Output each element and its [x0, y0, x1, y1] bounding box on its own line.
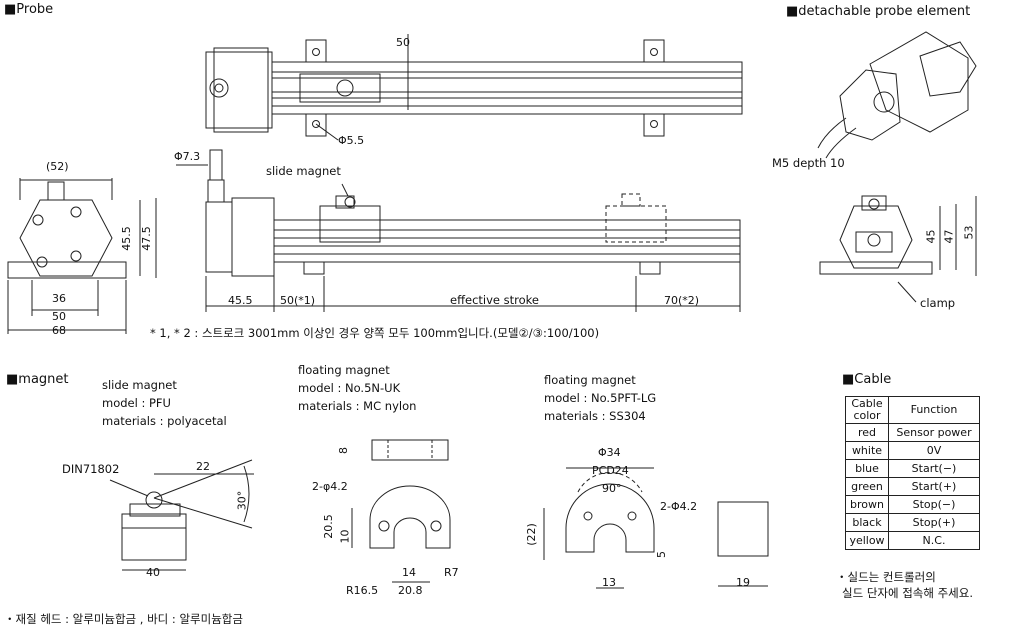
label-effective-stroke: effective stroke: [450, 293, 539, 307]
cable-color: green: [845, 477, 889, 496]
slide-materials: materials : polyacetal: [102, 414, 227, 428]
slide-model: model : PFU: [102, 396, 171, 410]
cable-function: 0V: [888, 441, 980, 460]
section-magnet: ■magnet: [6, 372, 69, 387]
probe-top-view: [205, 34, 743, 141]
slide-d40: 40: [146, 566, 160, 579]
uk-d208: 20.8: [398, 584, 423, 597]
uk-d8: 8: [337, 447, 350, 454]
label-clamp: clamp: [920, 296, 956, 310]
slide-magnet-drawing: [109, 459, 254, 571]
section-cable: ■Cable: [842, 372, 892, 387]
uk-title: floating magnet: [298, 363, 390, 377]
section-detachable: ■detachable probe element: [786, 4, 971, 19]
lg-d19: 19: [736, 576, 750, 589]
slide-title: slide magnet: [102, 378, 177, 392]
float-lg-drawing: [543, 467, 769, 589]
float-uk-drawing: [351, 439, 451, 583]
detachable-iso: [817, 31, 977, 159]
section-probe: ■Probe: [4, 2, 54, 17]
probe-end-view: [7, 178, 157, 334]
cable-color: yellow: [845, 531, 889, 550]
lg-d13: 13: [602, 576, 616, 589]
header-cable-color: Cable color: [845, 396, 889, 424]
uk-r165: R16.5: [346, 584, 379, 597]
uk-d14: 14: [402, 566, 416, 579]
dim-end-475: 47.5: [139, 226, 153, 251]
dim-70-star2: 70(*2): [664, 294, 700, 307]
lg-d5: 5: [655, 551, 668, 558]
cable-color: red: [845, 423, 889, 442]
lg-model: model : No.5PFT-LG: [544, 391, 657, 405]
table-header-row: Cable color Function: [845, 396, 980, 424]
lg-pcd: PCD24: [592, 464, 629, 477]
dim-top-50: 50: [396, 36, 410, 49]
shield-note-line2: 실드 단자에 접속해 주세요.: [842, 586, 974, 600]
dim-50-star1: 50(*1): [280, 294, 316, 307]
uk-d205: 20.5: [321, 514, 335, 539]
uk-materials: materials : MC nylon: [298, 399, 417, 413]
slide-din: DIN71802: [62, 462, 120, 476]
dim-end-36: 36: [52, 292, 66, 305]
cable-function: Start(+): [888, 477, 980, 496]
lg-title: floating magnet: [544, 373, 636, 387]
cable-function: Sensor power: [888, 423, 980, 442]
cable-function: Start(−): [888, 459, 980, 478]
dim-det-45: 45: [924, 229, 938, 244]
cable-color: blue: [845, 459, 889, 478]
uk-model: model : No.5N-UK: [298, 381, 401, 395]
cable-function: N.C.: [888, 531, 980, 550]
detachable-end-view: [819, 195, 977, 303]
shield-note-line1: ・실드는 컨트롤러의: [836, 570, 936, 584]
cable-color: white: [845, 441, 889, 460]
label-slide-magnet: slide magnet: [266, 164, 341, 178]
slide-angle: 30°: [235, 490, 249, 511]
probe-side-view: [176, 149, 741, 312]
lg-angle: 90°: [602, 482, 622, 495]
dim-det-47: 47: [942, 229, 956, 244]
label-m5-depth: M5 depth 10: [772, 156, 845, 170]
uk-d10: 10: [338, 529, 352, 544]
lg-materials: materials : SS304: [544, 409, 646, 423]
material-note: ・재질 헤드 : 알루미늄합금 , 바디 : 알루미늄합금: [4, 612, 243, 626]
header-function: Function: [888, 396, 980, 424]
uk-r7: R7: [444, 566, 459, 579]
uk-holes: 2-φ4.2: [312, 480, 348, 493]
cable-color: black: [845, 513, 889, 532]
dim-end-455: 45.5: [119, 226, 133, 251]
cable-function: Stop(−): [888, 495, 980, 514]
dim-end-68: 68: [52, 324, 66, 337]
cable-color: brown: [845, 495, 889, 514]
dim-hole: Φ5.5: [338, 134, 365, 147]
lg-d34: Φ34: [598, 446, 621, 459]
dim-det-53: 53: [962, 225, 976, 240]
note-stroke: * 1, * 2 : 스트로크 3001mm 이상인 경우 양쪽 모두 100m…: [150, 326, 600, 340]
cable-function: Stop(+): [888, 513, 980, 532]
dim-end-50: 50: [52, 310, 66, 323]
slide-d22: 22: [196, 460, 210, 473]
lg-d22: (22): [524, 523, 538, 546]
dim-end-52: (52): [46, 160, 69, 173]
lg-holes: 2-Φ4.2: [660, 500, 698, 513]
dim-cable-dia: Φ7.3: [174, 150, 201, 163]
dim-455: 45.5: [228, 294, 253, 307]
